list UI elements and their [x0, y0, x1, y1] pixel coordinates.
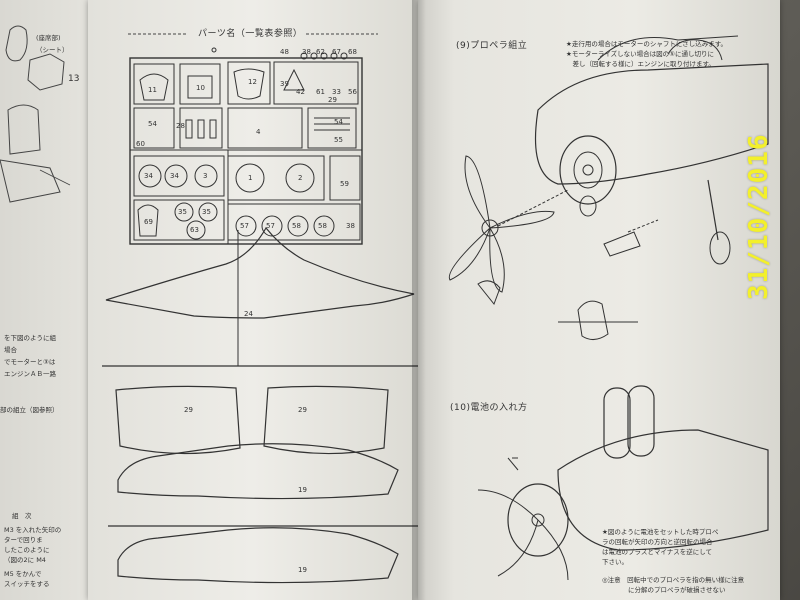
part-label-59: 59: [340, 180, 349, 188]
part-label-56: 56: [348, 88, 357, 96]
part-label-55: 55: [334, 136, 343, 144]
part-label-4: 4: [256, 128, 261, 136]
part-label-19b: 19: [298, 566, 307, 574]
part-label-54: 54: [148, 120, 157, 128]
left-text-11: （図の2に M4: [4, 556, 46, 564]
part-label-29a: 29: [328, 96, 337, 104]
aircraft-assembly-diagrams: [448, 35, 769, 581]
section10-note-0: ★図のように電池をセットした時プロペ: [602, 528, 719, 536]
part-label-top-1: 38: [302, 48, 311, 56]
part-label-39: 39: [280, 80, 289, 88]
part-label-54b: 54: [334, 118, 343, 126]
right-page: (9)プロペラ組立 ★走行用の場合はモーターのシャフトにさし込みます。 ★モータ…: [418, 0, 780, 600]
part-label-38: 38: [346, 222, 355, 230]
part-label-35a: 35: [178, 208, 187, 216]
part-label-63: 63: [190, 226, 199, 234]
part-label-35b: 35: [202, 208, 211, 216]
part-label-42: 42: [296, 88, 305, 96]
part-label-61: 61: [316, 88, 325, 96]
footer-note-1: に分解のプロペラが破損させない: [602, 586, 726, 594]
left-text-2: を下図のように組: [4, 334, 56, 342]
center-page: パーツ名（一覧表参照）: [88, 0, 418, 600]
parts-title: パーツ名（一覧表参照）: [198, 29, 303, 39]
section10-note-1: ラの回転が矢印の方向と逆回転の場合: [602, 538, 713, 546]
part-label-60: 60: [136, 140, 145, 148]
part-label-57b: 57: [266, 222, 275, 230]
seat-illustration: [0, 25, 71, 203]
part-label-11: 11: [148, 86, 157, 94]
part-label-1: 1: [248, 174, 253, 182]
left-page: (座席部) （シート） 13 を下図のように組 場合 でモーターと③は エンジン…: [0, 0, 90, 600]
part-label-2: 2: [298, 174, 303, 182]
part-label-58a: 58: [292, 222, 301, 230]
part-label-12: 12: [248, 78, 257, 86]
left-text-1: （シート）: [36, 46, 69, 54]
date-stamp: 31/10/2016: [744, 133, 774, 300]
part-label-10: 10: [196, 84, 205, 92]
part-label-34a: 34: [144, 172, 153, 180]
part-label-3: 3: [203, 172, 208, 180]
part-label-28: 28: [176, 122, 185, 130]
parts-sprue-diagram: [102, 33, 418, 584]
part-label-29b: 29: [184, 406, 193, 414]
left-text-0: (座席部): [36, 34, 61, 42]
section10-title: (10)電池の入れ方: [450, 403, 528, 413]
part-label-69: 69: [144, 218, 153, 226]
part-label-57a: 57: [240, 222, 249, 230]
part-label-top-4: 68: [348, 48, 357, 56]
footer-note-0: ◎注意 回転中でのプロペラを指の無い様に注意: [602, 576, 745, 584]
part-label-top-0: 48: [280, 48, 289, 56]
left-text-9: ターで回りま: [4, 536, 43, 544]
section10-note-2: は電池のプラスとマイナスを逆にして: [602, 548, 713, 556]
left-text-5: エンジンＡＢ一路: [4, 370, 56, 378]
left-text-8: M3 を入れた矢印の: [4, 526, 62, 534]
left-text-13: スイッチをする: [4, 580, 50, 588]
part-label-top-2: 62: [316, 48, 325, 56]
part-label-58b: 58: [318, 222, 327, 230]
left-number-13: 13: [68, 74, 80, 84]
left-text-6: 部の組立（図参照）: [0, 406, 59, 414]
left-text-7: 組 次: [12, 512, 32, 520]
left-text-10: したこのように: [4, 546, 50, 554]
left-text-4: でモーターと③は: [4, 358, 56, 366]
part-label-19a: 19: [298, 486, 307, 494]
section9-note-0: ★走行用の場合はモーターのシャフトにさし込みます。: [566, 40, 728, 48]
part-label-33: 33: [332, 88, 341, 96]
section9-note-1: ★モーターライズしない場合は図の⑤に通し切りに: [566, 50, 714, 58]
section10-note-3: 下さい。: [602, 558, 628, 566]
left-text-3: 場合: [4, 346, 17, 354]
part-label-34b: 34: [170, 172, 179, 180]
section9-title: (9)プロペラ組立: [456, 41, 528, 51]
section9-note-2: 差し（回転する様に）エンジンに取り付けます。: [566, 60, 715, 68]
left-text-12: M5 をかんで: [4, 570, 42, 578]
part-label-24: 24: [244, 310, 253, 318]
part-label-29c: 29: [298, 406, 307, 414]
page-fold-shadow: [412, 0, 426, 600]
part-label-top-3: 67: [332, 48, 341, 56]
